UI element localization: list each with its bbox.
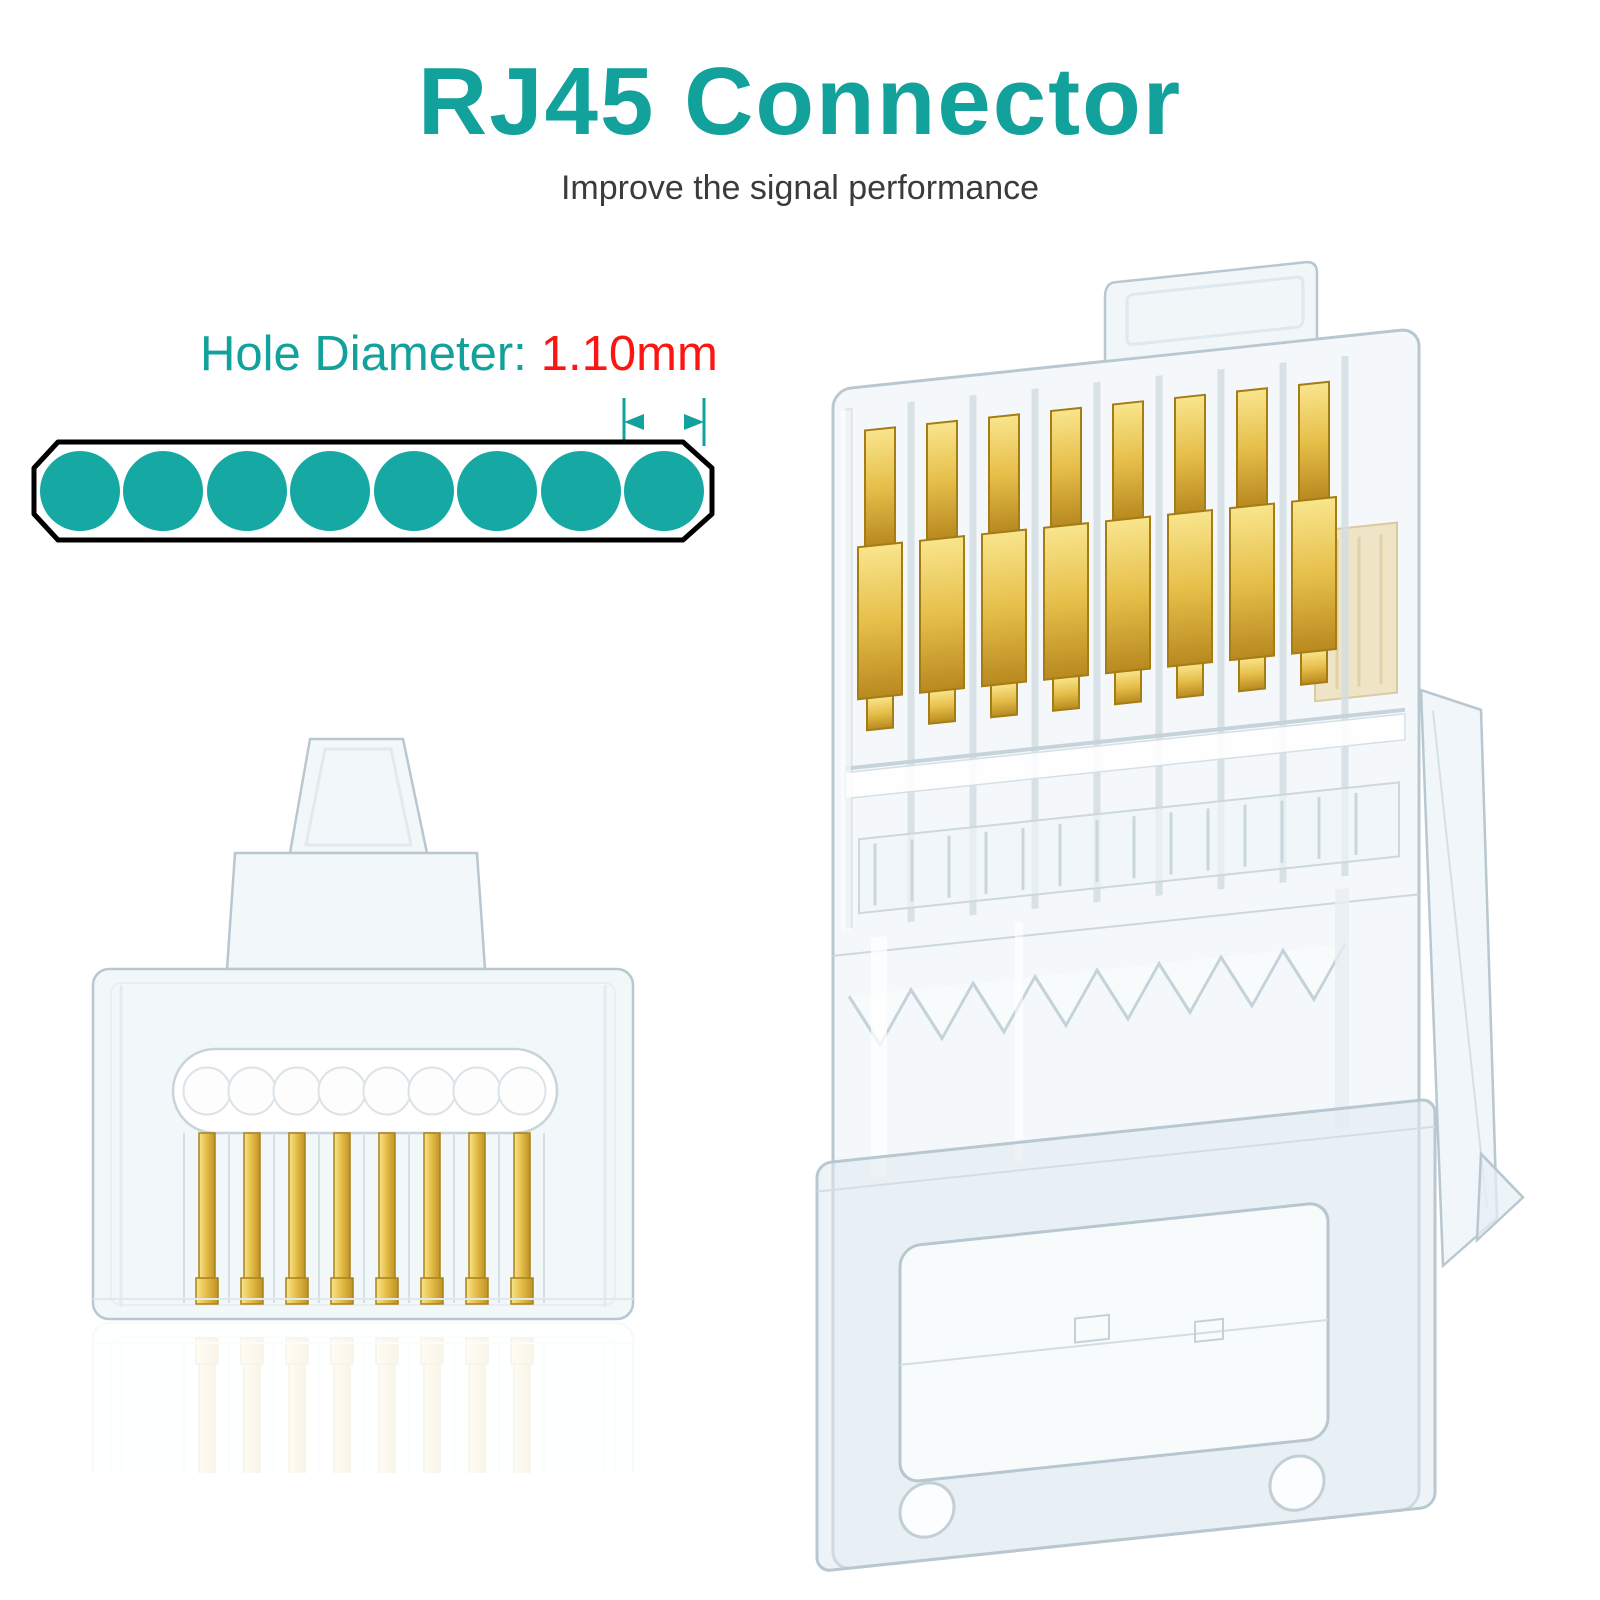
hole-circle (207, 451, 287, 531)
gold-pin (513, 1132, 531, 1302)
hole-circle (541, 451, 621, 531)
hole-circle (374, 451, 454, 531)
gold-pins (183, 1132, 545, 1305)
wire-hole (407, 1066, 457, 1116)
page-title: RJ45 Connector (417, 48, 1183, 155)
gold-contact (1291, 380, 1337, 686)
gold-pin (198, 1132, 216, 1302)
wire-hole (317, 1066, 367, 1116)
front-connector-reflection (91, 1321, 635, 1473)
base-hole (898, 1481, 956, 1539)
hole-circle (457, 451, 537, 531)
hole-circle (40, 451, 120, 531)
hole-pattern-schematic (31, 439, 715, 543)
schematic-outline (31, 439, 715, 543)
gold-pin (468, 1132, 486, 1302)
front-connector-body (91, 737, 635, 1321)
gold-contact (1043, 406, 1089, 712)
gold-contact (1167, 393, 1213, 699)
wire-hole (497, 1066, 547, 1116)
gold-pin (243, 1132, 261, 1302)
gold-contact (919, 419, 965, 725)
wire-hole (227, 1066, 277, 1116)
hole-diameter-value: 1.10mm (540, 327, 718, 381)
arrowhead-right-icon (684, 414, 704, 430)
page-subtitle: Improve the signal performance (560, 168, 1040, 207)
gold-pin (423, 1132, 441, 1302)
hole-circle (624, 451, 704, 531)
wire-hole (272, 1066, 322, 1116)
gold-contact (1105, 400, 1151, 706)
hole-diameter-label: Hole Diameter: (200, 327, 527, 381)
wire-holes (182, 1066, 547, 1116)
pin-tips-zigzag (847, 943, 1347, 1048)
wire-hole (182, 1066, 232, 1116)
header: RJ45 Connector Improve the signal perfor… (0, 48, 1600, 208)
hole-diameter-annotation: Hole Diameter:1.10mm (200, 326, 718, 382)
gold-contact (1229, 387, 1275, 693)
arrowhead-left-icon (624, 414, 644, 430)
wire-hole (362, 1066, 412, 1116)
rj45-connector-perspective-view-illustration (815, 260, 1525, 1572)
gold-contact-comb (857, 380, 1337, 732)
dimension-arrows (622, 398, 706, 446)
rj45-front-view-illustration (91, 737, 635, 1473)
strain-relief-band (858, 781, 1400, 915)
connector-neck (225, 851, 487, 971)
base-hole (1268, 1454, 1326, 1512)
perspective-connector-body (815, 260, 1525, 1572)
latch-tab (288, 737, 429, 855)
hole-circle (123, 451, 203, 531)
wire-hole (452, 1066, 502, 1116)
gold-pin (378, 1132, 396, 1302)
gold-contact (857, 426, 903, 732)
gold-pin (288, 1132, 306, 1302)
gold-contact (981, 413, 1027, 719)
latch-tip (1475, 1150, 1525, 1244)
latch-tab (1103, 260, 1319, 363)
gold-pin (333, 1132, 351, 1302)
hole-circles (40, 451, 704, 531)
hole-circle (290, 451, 370, 531)
